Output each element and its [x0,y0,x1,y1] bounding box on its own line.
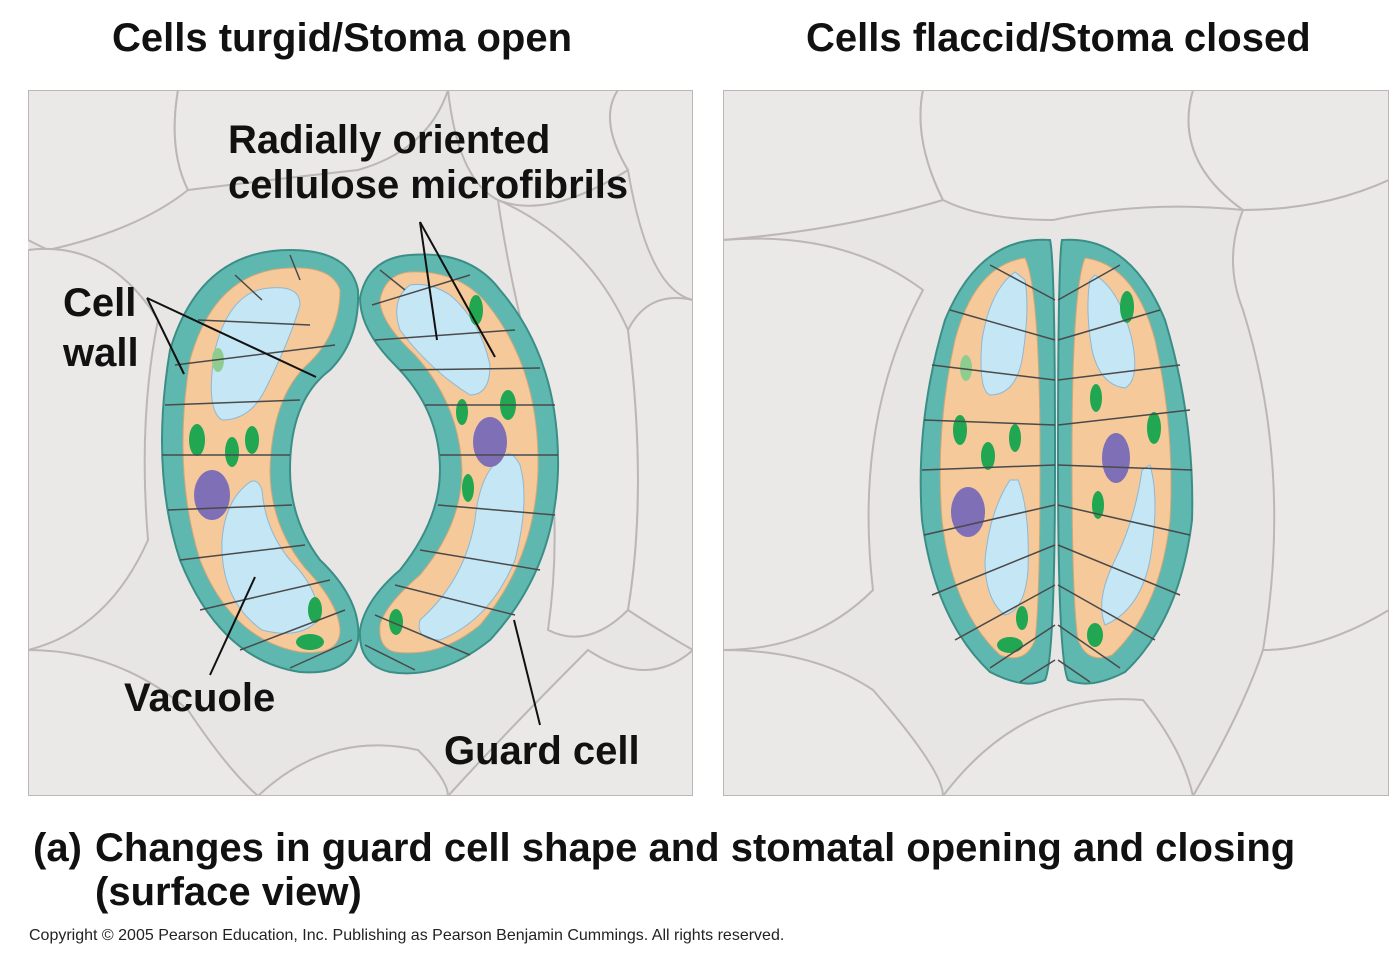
label-vacuole: Vacuole [124,676,276,720]
caption: Changes in guard cell shape and stomatal… [95,826,1295,914]
title-stoma-open: Cells turgid/Stoma open [112,16,573,60]
label-cell-wall-line1: Cell [63,281,137,325]
label-cell-wall: Cell wall [63,278,139,378]
label-microfibrils: Radially oriented cellulose microfibrils [228,118,628,208]
open-stoma-illustration [28,90,693,796]
title-stoma-closed: Cells flaccid/Stoma closed [806,16,1311,60]
panel-stoma-closed [723,90,1389,796]
epidermal-cells-closed [723,90,1389,796]
caption-line2: (surface view) [95,870,362,914]
panel-stoma-open [28,90,693,796]
caption-line1: Changes in guard cell shape and stomatal… [95,826,1296,870]
caption-letter: (a) [33,826,82,870]
label-cell-wall-line2: wall [63,331,139,375]
label-microfibrils-line1: Radially oriented [228,118,551,162]
label-microfibrils-line2: cellulose microfibrils [228,163,629,207]
closed-stoma-illustration [723,90,1389,796]
copyright-notice: Copyright © 2005 Pearson Education, Inc.… [29,927,785,944]
epidermal-cells [28,90,693,796]
label-guard-cell: Guard cell [444,729,640,773]
